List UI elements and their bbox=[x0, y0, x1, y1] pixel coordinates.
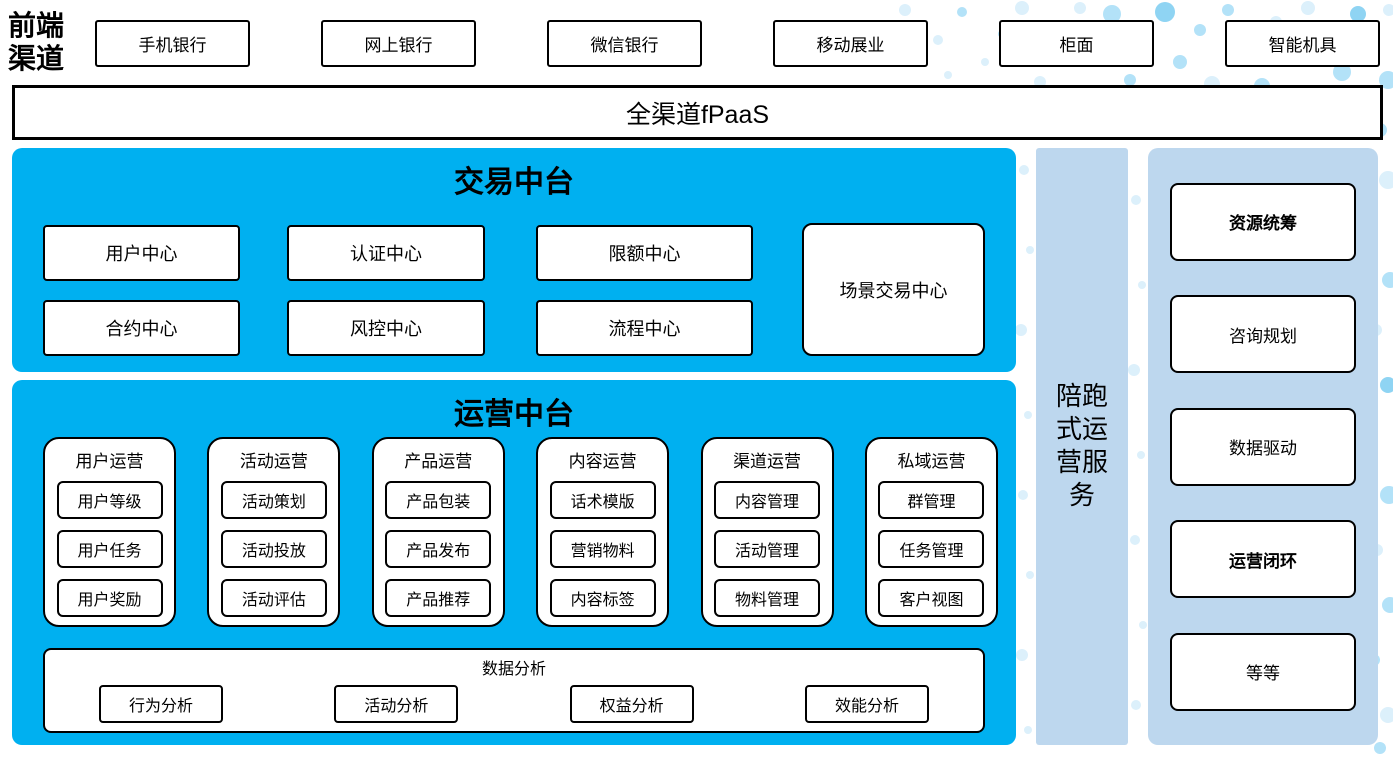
ops-column-activity: 活动运营 活动策划 活动投放 活动评估 bbox=[207, 437, 341, 627]
operations-platform-section: 运营中台 用户运营 用户等级 用户任务 用户奖励 活动运营 活动策划 活动投放 … bbox=[12, 380, 1016, 745]
ops-item: 活动评估 bbox=[220, 579, 327, 617]
channel-box-mobile-banking: 手机银行 bbox=[95, 20, 250, 67]
analysis-box-activity: 活动分析 bbox=[334, 685, 459, 723]
operations-columns: 用户运营 用户等级 用户任务 用户奖励 活动运营 活动策划 活动投放 活动评估 … bbox=[43, 437, 998, 627]
ops-item: 客户视图 bbox=[878, 579, 985, 617]
channel-box-wechat-banking: 微信银行 bbox=[547, 20, 702, 67]
service-box-consulting: 咨询规划 bbox=[1170, 295, 1356, 373]
ops-column-title: 活动运营 bbox=[239, 452, 308, 471]
ops-column-title: 渠道运营 bbox=[733, 452, 802, 471]
ops-item: 营销物料 bbox=[549, 530, 656, 568]
ops-item: 产品推荐 bbox=[385, 579, 492, 617]
center-box-risk: 风控中心 bbox=[287, 300, 485, 356]
service-box-resource-planning: 资源统筹 bbox=[1170, 182, 1356, 261]
ops-column-user: 用户运营 用户等级 用户任务 用户奖励 bbox=[43, 437, 176, 627]
ops-item: 活动投放 bbox=[220, 530, 327, 568]
ops-item: 群管理 bbox=[878, 481, 985, 519]
center-box-auth: 认证中心 bbox=[287, 225, 485, 281]
center-box-user: 用户中心 bbox=[43, 225, 240, 281]
ops-item: 话术模版 bbox=[549, 481, 656, 519]
ops-column-channel: 渠道运营 内容管理 活动管理 物料管理 bbox=[700, 437, 834, 627]
ops-column-title: 用户运营 bbox=[75, 452, 144, 471]
ops-item: 用户等级 bbox=[56, 481, 163, 519]
center-box-scenario-trade: 场景交易中心 bbox=[802, 223, 985, 356]
ops-column-title: 私域运营 bbox=[897, 452, 966, 471]
data-analysis-row: 行为分析 活动分析 权益分析 效能分析 bbox=[45, 679, 983, 723]
ops-item: 任务管理 bbox=[878, 530, 985, 568]
ops-item: 产品包装 bbox=[385, 481, 492, 519]
trade-platform-title: 交易中台 bbox=[454, 166, 574, 199]
operations-platform-title: 运营中台 bbox=[454, 398, 574, 431]
ops-item: 用户任务 bbox=[56, 530, 163, 568]
ops-column-content: 内容运营 话术模版 营销物料 内容标签 bbox=[536, 437, 670, 627]
data-analysis-section: 数据分析 行为分析 活动分析 权益分析 效能分析 bbox=[43, 648, 985, 733]
channel-box-smart-devices: 智能机具 bbox=[1225, 20, 1380, 67]
ops-item: 活动管理 bbox=[714, 530, 821, 568]
ops-column-private-domain: 私域运营 群管理 任务管理 客户视图 bbox=[864, 437, 998, 627]
ops-column-title: 产品运营 bbox=[404, 452, 473, 471]
service-box-data-driven: 数据驱动 bbox=[1170, 407, 1356, 486]
center-box-process: 流程中心 bbox=[536, 300, 753, 356]
service-box-etc: 等等 bbox=[1170, 632, 1356, 711]
service-box-ops-loop: 运营闭环 bbox=[1170, 520, 1356, 598]
analysis-box-efficiency: 效能分析 bbox=[804, 685, 929, 723]
ops-item: 活动策划 bbox=[220, 481, 327, 519]
channel-box-mobile-outreach: 移动展业 bbox=[773, 20, 928, 67]
side-service-column: 陪跑式运营服务 bbox=[1036, 148, 1128, 745]
side-service-label: 陪跑式运营服务 bbox=[1055, 381, 1108, 511]
channel-box-online-banking: 网上银行 bbox=[321, 20, 476, 67]
ops-column-title: 内容运营 bbox=[568, 452, 637, 471]
channel-row: 手机银行 网上银行 微信银行 移动展业 柜面 智能机具 bbox=[95, 20, 1380, 67]
ops-item: 产品发布 bbox=[385, 530, 492, 568]
channel-box-counter: 柜面 bbox=[999, 20, 1154, 67]
ops-column-product: 产品运营 产品包装 产品发布 产品推荐 bbox=[371, 437, 505, 627]
ops-item: 内容管理 bbox=[714, 481, 821, 519]
ops-item: 内容标签 bbox=[549, 579, 656, 617]
front-channels-label: 前端渠道 bbox=[8, 11, 65, 76]
ops-item: 用户奖励 bbox=[56, 579, 163, 617]
analysis-box-benefit: 权益分析 bbox=[569, 685, 694, 723]
analysis-box-behavior: 行为分析 bbox=[99, 685, 223, 723]
trade-platform-section: 交易中台 用户中心 认证中心 限额中心 合约中心 风控中心 流程中心 场景交易中… bbox=[12, 148, 1016, 372]
right-service-panel: 资源统筹 咨询规划 数据驱动 运营闭环 等等 bbox=[1148, 148, 1378, 745]
fpaas-bar: 全渠道fPaaS bbox=[12, 85, 1383, 140]
ops-item: 物料管理 bbox=[714, 579, 821, 617]
center-box-limit: 限额中心 bbox=[536, 225, 753, 281]
center-box-contract: 合约中心 bbox=[43, 300, 240, 356]
data-analysis-title: 数据分析 bbox=[481, 661, 546, 678]
